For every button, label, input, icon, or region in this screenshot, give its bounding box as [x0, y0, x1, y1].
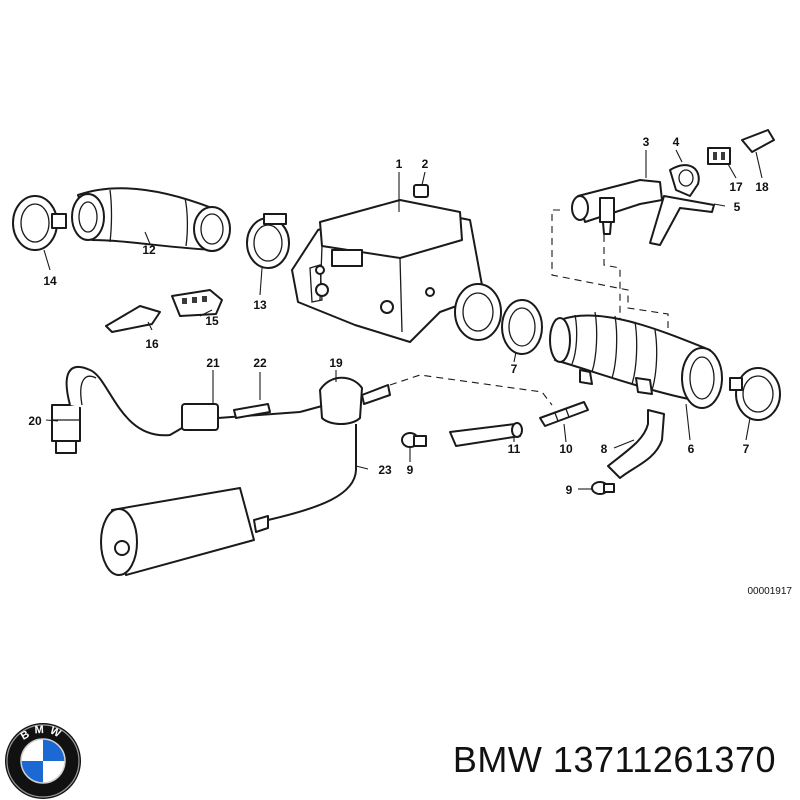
- callout-3: 3: [643, 135, 650, 149]
- part-15-connector: [171, 289, 223, 317]
- brand-part-number: BMW 13711261370: [453, 739, 776, 781]
- part-5-bracket: [649, 195, 715, 246]
- callout-labels: 1 2 3 4 5 6 7 7 8 9 9 10 11 12 13 14 15 …: [28, 135, 769, 497]
- part-4-clip: [669, 164, 700, 197]
- callout-20: 20: [28, 414, 42, 428]
- part-12-intake-hose: [71, 187, 231, 252]
- bmw-logo-icon: BMW: [5, 723, 81, 799]
- part-3-valve: [571, 179, 663, 235]
- part-6-bellows: [549, 311, 723, 409]
- callout-13: 13: [253, 298, 267, 312]
- part-13-hose-clamp: [246, 213, 290, 269]
- callout-7a: 7: [511, 362, 518, 376]
- callout-12: 12: [142, 243, 156, 257]
- part-16-boot: [105, 305, 161, 333]
- part-19-valve: [299, 376, 391, 425]
- callout-5: 5: [734, 200, 741, 214]
- part-9-clamp-b: [591, 481, 615, 495]
- part-number: 13711261370: [552, 739, 776, 780]
- callout-17: 17: [729, 180, 743, 194]
- callout-10: 10: [559, 442, 573, 456]
- brand-name: BMW: [452, 739, 543, 780]
- callout-9b: 9: [566, 483, 573, 497]
- callout-21: 21: [206, 356, 220, 370]
- callout-19: 19: [329, 356, 343, 370]
- callout-15: 15: [205, 314, 219, 328]
- callout-22: 22: [253, 356, 267, 370]
- parts-exploded-diagram: 1 2 3 4 5 6 7 7 8 9 9 10 11 12 13 14 15 …: [12, 129, 793, 597]
- part-20-switch: [51, 404, 81, 454]
- callout-7b: 7: [743, 442, 750, 456]
- part-11-hose: [449, 422, 523, 447]
- callout-8: 8: [601, 442, 608, 456]
- callout-11: 11: [508, 442, 521, 456]
- part-8-elbow-hose: [607, 409, 665, 479]
- part-18-boot: [741, 129, 775, 153]
- part-14-hose-clamp: [12, 195, 67, 251]
- callout-23: 23: [378, 463, 392, 477]
- part-23-line: [267, 424, 357, 521]
- leader-lines: [43, 149, 763, 490]
- part-9-clamp-a: [401, 432, 427, 448]
- callout-9a: 9: [407, 463, 414, 477]
- part-21-line: [65, 365, 301, 437]
- routing-dashed-lines: [389, 209, 669, 406]
- callout-1: 1: [396, 157, 403, 171]
- part-7-hose-clamp-b: [729, 367, 781, 421]
- callout-16: 16: [145, 337, 159, 351]
- part-22-line: [233, 403, 271, 419]
- part-17-connector: [707, 147, 731, 165]
- part-2-cap: [413, 184, 429, 198]
- callout-14: 14: [43, 274, 57, 288]
- canister: [100, 487, 269, 576]
- callout-4: 4: [673, 135, 680, 149]
- drawing-number: 00001917: [748, 586, 793, 597]
- callout-6: 6: [688, 442, 695, 456]
- part-1-air-flow-meter: [291, 199, 502, 343]
- part-10-nipple: [539, 401, 589, 427]
- callout-18: 18: [755, 180, 769, 194]
- callout-2: 2: [422, 157, 429, 171]
- part-7-hose-clamp-a: [501, 299, 543, 355]
